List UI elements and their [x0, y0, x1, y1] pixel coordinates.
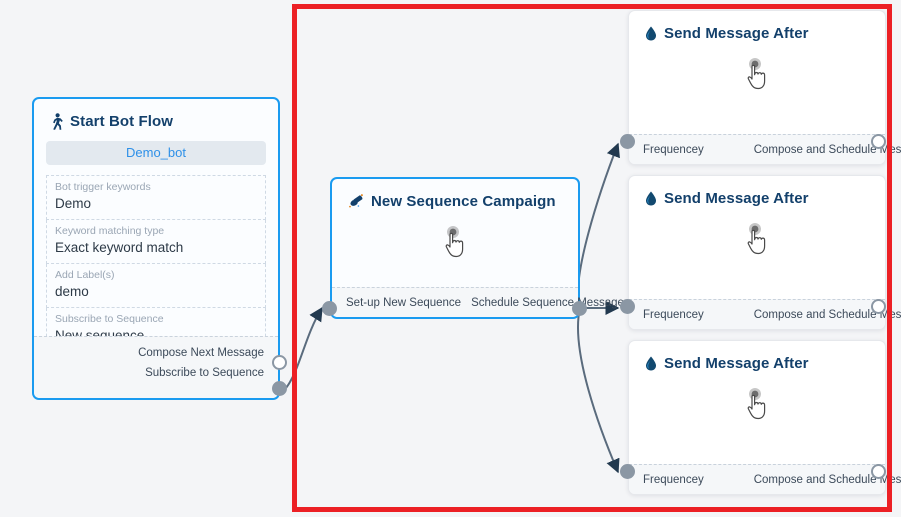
port-setup-new-sequence[interactable]: Set-up New Sequence [346, 296, 462, 309]
field-value: Demo [55, 196, 92, 211]
running-person-icon [50, 113, 63, 130]
node-body [332, 216, 578, 274]
port-dot-frequency-2[interactable] [620, 299, 635, 314]
port-dot-subscribe-to-sequence[interactable] [272, 381, 287, 396]
port-dot-compose-and-schedule-message-3[interactable] [871, 464, 886, 479]
node-footer-ports: Compose Next Message Subscribe to Sequen… [34, 336, 278, 398]
port-compose-and-schedule-message[interactable]: Compose and Schedule Message [753, 308, 901, 321]
node-body [629, 48, 885, 106]
port-dot-schedule-sequence-message[interactable] [572, 301, 587, 316]
field-label: Subscribe to Sequence [55, 313, 164, 325]
port-dot-compose-and-schedule-message-2[interactable] [871, 299, 886, 314]
hand-cursor-icon [738, 387, 776, 427]
port-frequency[interactable]: Frequencey [643, 473, 704, 486]
node-footer-ports: Frequencey Compose and Schedule Message [629, 134, 901, 164]
port-compose-next-message[interactable]: Compose Next Message [44, 343, 264, 363]
megaphone-icon [348, 194, 364, 209]
port-label: Subscribe to Sequence [145, 367, 264, 379]
water-drop-icon [645, 26, 657, 41]
field-value: Exact keyword match [55, 240, 184, 255]
node-header: Start Bot Flow [34, 99, 278, 136]
field-list: Bot trigger keywords Demo Keyword matchi… [46, 175, 266, 352]
port-compose-and-schedule-message[interactable]: Compose and Schedule Message [753, 473, 901, 486]
node-send-message-after-2[interactable]: Send Message After Frequencey Compose an… [628, 175, 901, 330]
field-label: Add Label(s) [55, 269, 115, 281]
node-footer-ports: Frequencey Compose and Schedule Message [629, 299, 901, 329]
port-compose-and-schedule-message[interactable]: Compose and Schedule Message [753, 143, 901, 156]
port-frequency[interactable]: Frequencey [643, 143, 704, 156]
node-send-message-after-3[interactable]: Send Message After Frequencey Compose an… [628, 340, 901, 495]
node-body [629, 378, 885, 436]
water-drop-icon [645, 356, 657, 371]
water-drop-icon [645, 191, 657, 206]
port-dot-compose-and-schedule-message-1[interactable] [871, 134, 886, 149]
port-schedule-sequence-message[interactable]: Schedule Sequence Message [471, 296, 624, 309]
node-footer-ports: Frequencey Compose and Schedule Message [629, 464, 901, 494]
node-body [629, 213, 885, 271]
node-send-message-after-1[interactable]: Send Message After Frequencey Compose an… [628, 10, 901, 165]
node-header: Send Message After [629, 341, 885, 378]
port-dot-setup-new-sequence[interactable] [322, 301, 337, 316]
field-keyword-matching-type[interactable]: Keyword matching type Exact keyword matc… [46, 220, 266, 264]
hand-cursor-icon [436, 225, 474, 265]
hand-cursor-icon [738, 57, 776, 97]
node-new-sequence-campaign[interactable]: New Sequence Campaign Set-up New Sequenc… [330, 177, 624, 319]
field-value: demo [55, 284, 89, 299]
port-subscribe-to-sequence[interactable]: Subscribe to Sequence [44, 363, 264, 383]
bot-name-button[interactable]: Demo_bot [46, 141, 266, 165]
port-dot-compose-next-message[interactable] [272, 355, 287, 370]
node-title: Start Bot Flow [70, 113, 174, 130]
field-add-labels[interactable]: Add Label(s) demo [46, 264, 266, 308]
port-label: Compose Next Message [138, 347, 264, 359]
node-header: Send Message After [629, 176, 885, 213]
node-title: Send Message After [664, 190, 809, 207]
port-frequency[interactable]: Frequencey [643, 308, 704, 321]
field-label: Bot trigger keywords [55, 181, 151, 193]
node-title: Send Message After [664, 25, 809, 42]
port-dot-frequency-1[interactable] [620, 134, 635, 149]
node-start-bot-flow[interactable]: Start Bot Flow Demo_bot Bot trigger keyw… [32, 97, 280, 400]
node-title: Send Message After [664, 355, 809, 372]
port-dot-frequency-3[interactable] [620, 464, 635, 479]
field-bot-trigger-keywords[interactable]: Bot trigger keywords Demo [46, 175, 266, 220]
node-title: New Sequence Campaign [371, 193, 556, 210]
hand-cursor-icon [738, 222, 776, 262]
field-label: Keyword matching type [55, 225, 165, 237]
node-footer-ports: Set-up New Sequence Schedule Sequence Me… [332, 287, 624, 317]
node-header: Send Message After [629, 11, 885, 48]
node-header: New Sequence Campaign [332, 179, 578, 216]
